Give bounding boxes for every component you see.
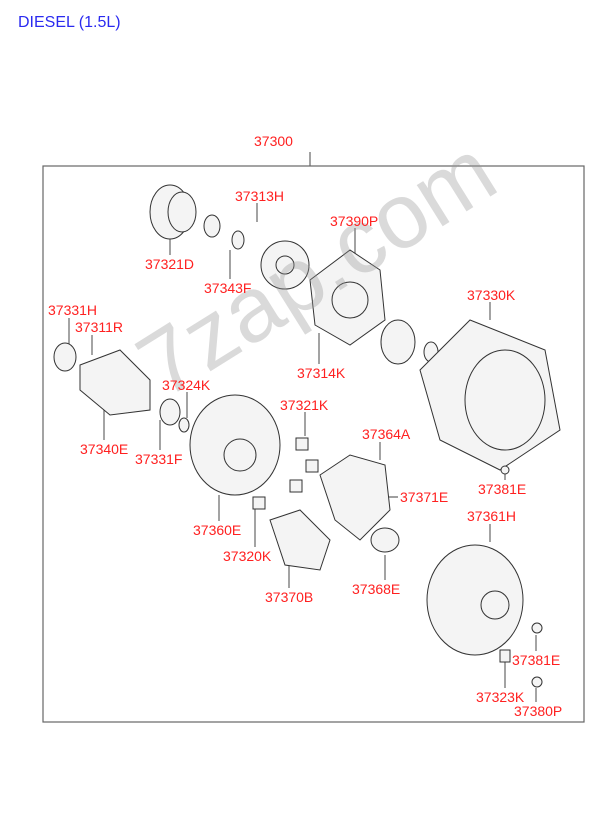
part-label-37331f[interactable]: 37331F <box>135 451 183 467</box>
part-label-37390p[interactable]: 37390P <box>330 213 379 229</box>
part-label-37313h[interactable]: 37313H <box>235 188 285 204</box>
part-label-37324k[interactable]: 37324K <box>162 377 211 393</box>
part-label-37320k[interactable]: 37320K <box>223 548 272 564</box>
regulator-37370b <box>269 509 331 571</box>
part-label-37381e-rear[interactable]: 37381E <box>512 652 561 668</box>
part-label-37331h[interactable]: 37331H <box>48 302 98 318</box>
rear-cover-37361h <box>426 544 524 656</box>
page-title: DIESEL (1.5L) <box>18 14 121 31</box>
part-label-37343f[interactable]: 37343F <box>204 280 252 296</box>
part-label-37321d[interactable]: 37321D <box>145 256 195 272</box>
part-label-37311r[interactable]: 37311R <box>75 319 124 335</box>
part-label-37370b[interactable]: 37370B <box>265 589 314 605</box>
rotor-37340e <box>79 349 151 416</box>
part-label-37368e[interactable]: 37368E <box>352 581 401 597</box>
part-label-37364a[interactable]: 37364A <box>362 426 411 442</box>
rectifier-37371e <box>319 454 391 541</box>
part-label-37330k[interactable]: 37330K <box>467 287 516 303</box>
part-label-37300[interactable]: 37300 <box>254 133 293 149</box>
part-label-37371e[interactable]: 37371E <box>400 489 449 505</box>
part-label-37314k[interactable]: 37314K <box>297 365 346 381</box>
assembly-frame <box>42 165 585 723</box>
part-label-37323k[interactable]: 37323K <box>476 689 525 705</box>
part-label-37361h[interactable]: 37361H <box>467 508 517 524</box>
part-label-37340e[interactable]: 37340E <box>80 441 129 457</box>
part-label-37380p[interactable]: 37380P <box>514 703 563 719</box>
part-label-37321k[interactable]: 37321K <box>280 397 329 413</box>
part-label-37360e[interactable]: 37360E <box>193 522 242 538</box>
part-label-37381e[interactable]: 37381E <box>478 481 527 497</box>
